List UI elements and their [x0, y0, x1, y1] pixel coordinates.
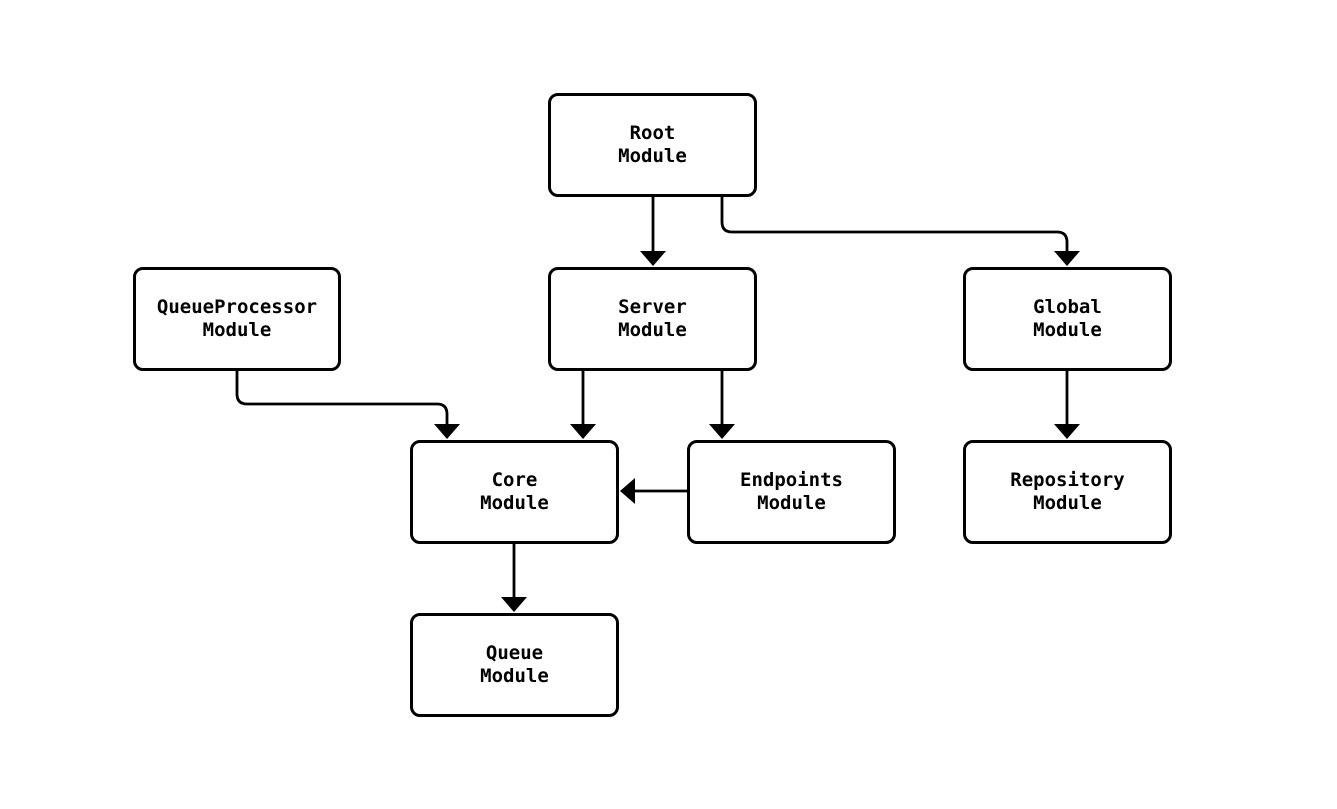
arrowhead-core-to-queue	[501, 597, 527, 612]
arrowhead-queueprocessor-to-core	[434, 424, 460, 439]
node-label-line1: Endpoints	[740, 469, 843, 491]
arrowhead-server-to-endpoints	[709, 424, 735, 439]
node-label-line2: Module	[480, 665, 549, 687]
node-label-line2: Module	[1033, 492, 1102, 514]
node-label-line2: Module	[618, 145, 687, 167]
node-label-line2: Module	[618, 319, 687, 341]
node-label-line2: Module	[1033, 319, 1102, 341]
node-label-line1: QueueProcessor	[156, 296, 318, 318]
arrowhead-server-to-core	[570, 424, 596, 439]
node-label-line1: Root	[629, 122, 676, 144]
node-label-line1: Server	[618, 296, 687, 318]
arrowhead-global-to-repository	[1054, 424, 1080, 439]
node-label-line1: Queue	[485, 642, 544, 664]
node-label-line1: Global	[1033, 296, 1102, 318]
arrowhead-root-to-global	[1054, 251, 1080, 266]
edge-root-to-global	[720, 197, 1069, 253]
node-label-line1: Core	[491, 469, 538, 491]
arrowhead-endpoints-to-core	[620, 478, 635, 504]
node-label-line2: Module	[757, 492, 826, 514]
edge-queueprocessor-to-core	[235, 371, 449, 426]
node-label-line1: Repository	[1010, 469, 1125, 491]
node-label-line2: Module	[202, 319, 272, 341]
node-label-line2: Module	[480, 492, 549, 514]
arrowhead-root-to-server	[640, 251, 666, 266]
